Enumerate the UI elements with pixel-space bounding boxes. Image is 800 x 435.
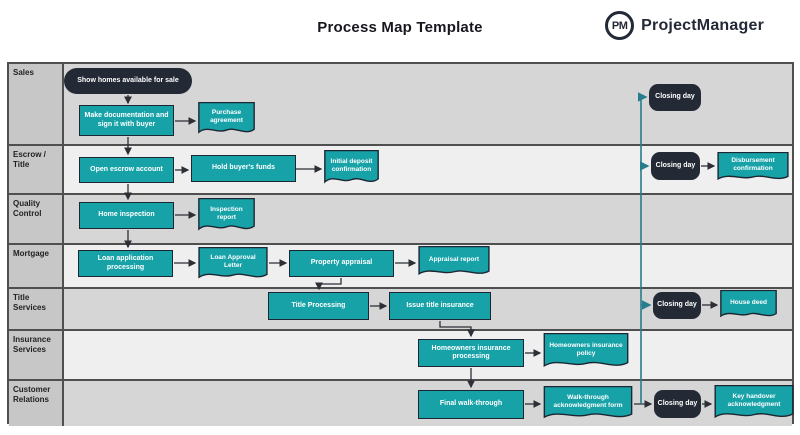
- swimlane-diagram: Sales Escrow / Title Quality Control Mor…: [7, 62, 794, 426]
- node-walkthrough-form: Walk-through acknowledgment form: [543, 386, 633, 423]
- node-loan-processing: Loan application processing: [78, 250, 173, 277]
- lane-label-escrow-title: Escrow / Title: [9, 146, 64, 193]
- node-initial-deposit: Initial deposit confirmation: [324, 150, 379, 188]
- node-key-handover: Key handover acknowledgment: [714, 385, 794, 423]
- pm-logo-icon: PM: [605, 11, 635, 40]
- node-property-appraisal: Property appraisal: [289, 250, 394, 277]
- node-closing-day-customer: Closing day: [654, 390, 701, 418]
- node-show-homes: Show homes available for sale: [64, 68, 192, 94]
- node-open-escrow: Open escrow account: [79, 157, 174, 183]
- node-final-walkthrough: Final walk-through: [418, 390, 524, 419]
- lane-label-quality-control: Quality Control: [9, 195, 64, 243]
- node-closing-day-title: Closing day: [653, 292, 701, 319]
- lane-quality-control: Quality Control: [9, 193, 792, 243]
- brand-name: ProjectManager: [641, 16, 764, 34]
- node-homeowners-policy: Homeowners insurance policy: [543, 333, 629, 372]
- node-closing-day-sales: Closing day: [649, 84, 701, 111]
- node-disbursement: Disbursement confirmation: [717, 152, 789, 184]
- lane-label-mortgage: Mortgage: [9, 245, 64, 287]
- node-homeowners-processing: Homeowners insurance processing: [418, 339, 524, 367]
- connector-lines: [124, 92, 719, 408]
- lane-label-insurance-services: Insurance Services: [9, 331, 64, 379]
- node-make-documentation: Make documentation and sign it with buye…: [79, 105, 174, 136]
- node-home-inspection: Home inspection: [79, 202, 174, 229]
- node-loan-approval: Loan Approval Letter: [198, 247, 268, 283]
- node-issue-title: Issue title insurance: [389, 292, 491, 320]
- node-hold-funds: Hold buyer's funds: [191, 155, 296, 182]
- node-closing-day-escrow: Closing day: [651, 152, 700, 180]
- lane-label-customer-relations: Customer Relations: [9, 381, 64, 426]
- node-appraisal-report: Appraisal report: [418, 246, 490, 279]
- lane-label-sales: Sales: [9, 64, 64, 144]
- node-title-processing: Title Processing: [268, 292, 369, 320]
- node-purchase-agreement: Purchase agreement: [198, 102, 255, 138]
- node-house-deed: House deed: [720, 290, 777, 321]
- node-inspection-report: Inspection report: [198, 198, 255, 235]
- page-title: Process Map Template: [317, 19, 483, 36]
- lane-label-title-services: Title Services: [9, 289, 64, 329]
- projectmanager-logo[interactable]: PM ProjectManager: [605, 11, 764, 40]
